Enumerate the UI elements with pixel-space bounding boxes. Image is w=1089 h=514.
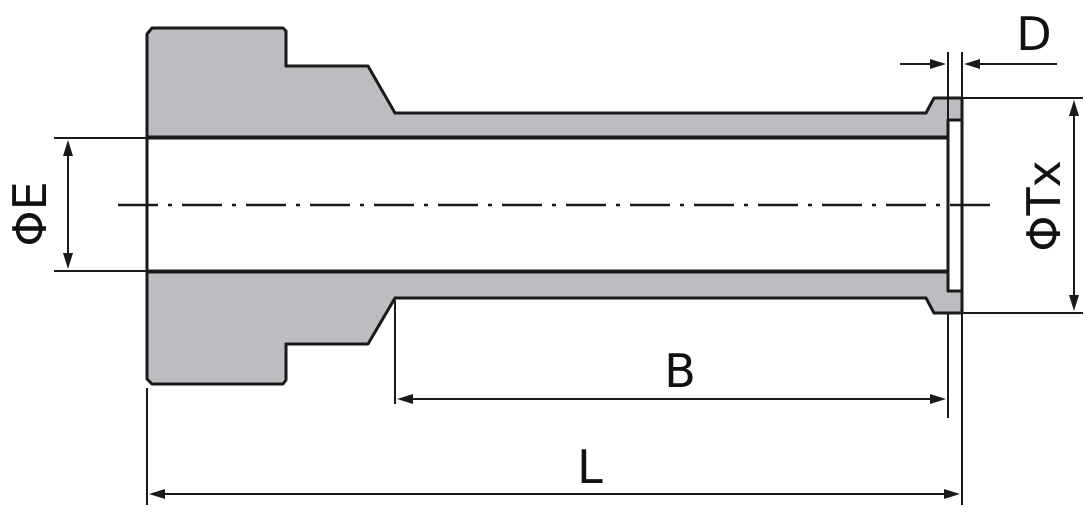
- e-arrow-bottom: [63, 253, 73, 269]
- d-label: D: [1016, 7, 1051, 61]
- fitting-section: [145, 26, 964, 386]
- l-label: L: [577, 440, 603, 494]
- l-arrow-right: [944, 489, 960, 499]
- dimension-tx: ΦTx: [962, 97, 1083, 314]
- d-arrow-left: [930, 59, 946, 69]
- l-arrow-left: [149, 489, 165, 499]
- tx-label: ΦTx: [1017, 160, 1071, 252]
- b-arrow-right: [930, 394, 946, 404]
- b-label: B: [664, 344, 696, 398]
- b-arrow-left: [397, 394, 413, 404]
- d-arrow-right: [964, 59, 980, 69]
- e-label: ΦE: [3, 181, 57, 246]
- e-arrow-top: [63, 140, 73, 156]
- upper-wall: [145, 26, 964, 139]
- dimension-d: D: [900, 7, 1057, 120]
- lower-wall: [145, 270, 964, 386]
- dimension-e: ΦE: [3, 137, 147, 272]
- tx-arrow-top: [1069, 100, 1079, 116]
- dimension-b: B: [394, 300, 949, 418]
- tx-arrow-bottom: [1069, 295, 1079, 311]
- dimension-l: L: [146, 313, 963, 505]
